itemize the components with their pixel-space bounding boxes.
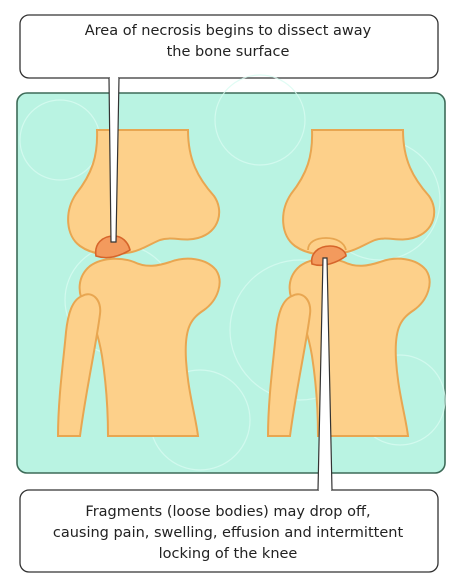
top-callout-line-2: the bone surface: [22, 42, 434, 63]
top-callout-text: Area of necrosis begins to dissect away …: [22, 21, 434, 63]
top-callout-line-1: Area of necrosis begins to dissect away: [22, 21, 434, 42]
bottom-callout-line-2: causing pain, swelling, effusion and int…: [22, 523, 434, 544]
bottom-callout-line-1: Fragments (loose bodies) may drop off,: [22, 502, 434, 523]
bottom-callout-text: Fragments (loose bodies) may drop off, c…: [22, 502, 434, 565]
bottom-callout-line-3: locking of the knee: [22, 544, 434, 565]
